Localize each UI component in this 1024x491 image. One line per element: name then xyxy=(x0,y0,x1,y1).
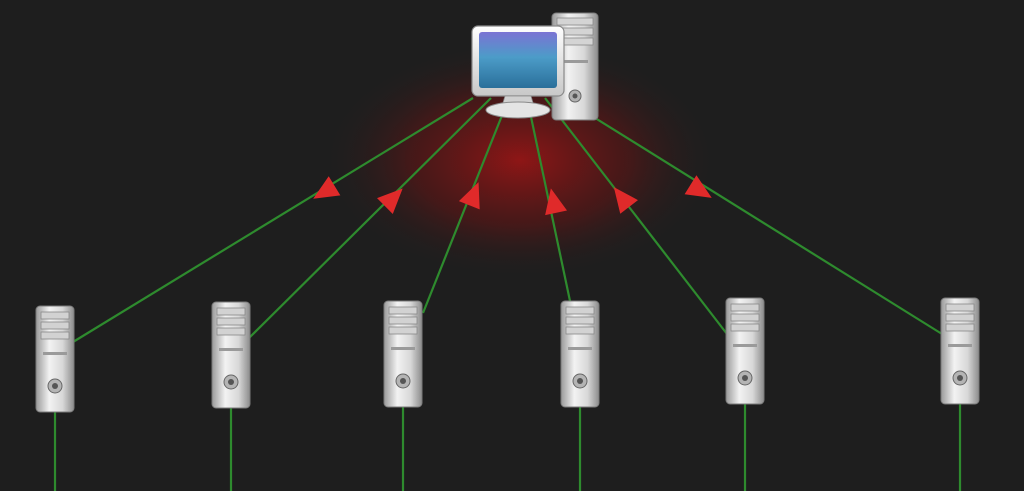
arrow-server-3 xyxy=(458,182,480,210)
arrow-server-6 xyxy=(684,175,712,198)
arrow-server-5 xyxy=(613,187,638,214)
links-layer xyxy=(53,97,962,491)
link-server-6 xyxy=(562,97,943,335)
link-server-1 xyxy=(72,97,474,343)
arrow-server-2 xyxy=(377,188,403,214)
desktop-computer-icon[interactable] xyxy=(471,12,599,121)
link-server-3 xyxy=(421,97,511,314)
link-server-5 xyxy=(544,97,728,335)
arrows-layer xyxy=(313,175,712,216)
server-tower-icon[interactable] xyxy=(940,297,980,405)
server-tower-icon[interactable] xyxy=(725,297,765,405)
server-tower-icon[interactable] xyxy=(211,301,251,409)
nodes-layer xyxy=(35,297,980,413)
arrow-server-1 xyxy=(313,176,341,199)
link-server-2 xyxy=(248,97,492,339)
arrow-server-4 xyxy=(545,188,568,216)
server-tower-icon[interactable] xyxy=(383,300,423,408)
server-tower-icon[interactable] xyxy=(35,305,75,413)
server-tower-icon[interactable] xyxy=(560,300,600,408)
hub-glow xyxy=(320,40,720,280)
